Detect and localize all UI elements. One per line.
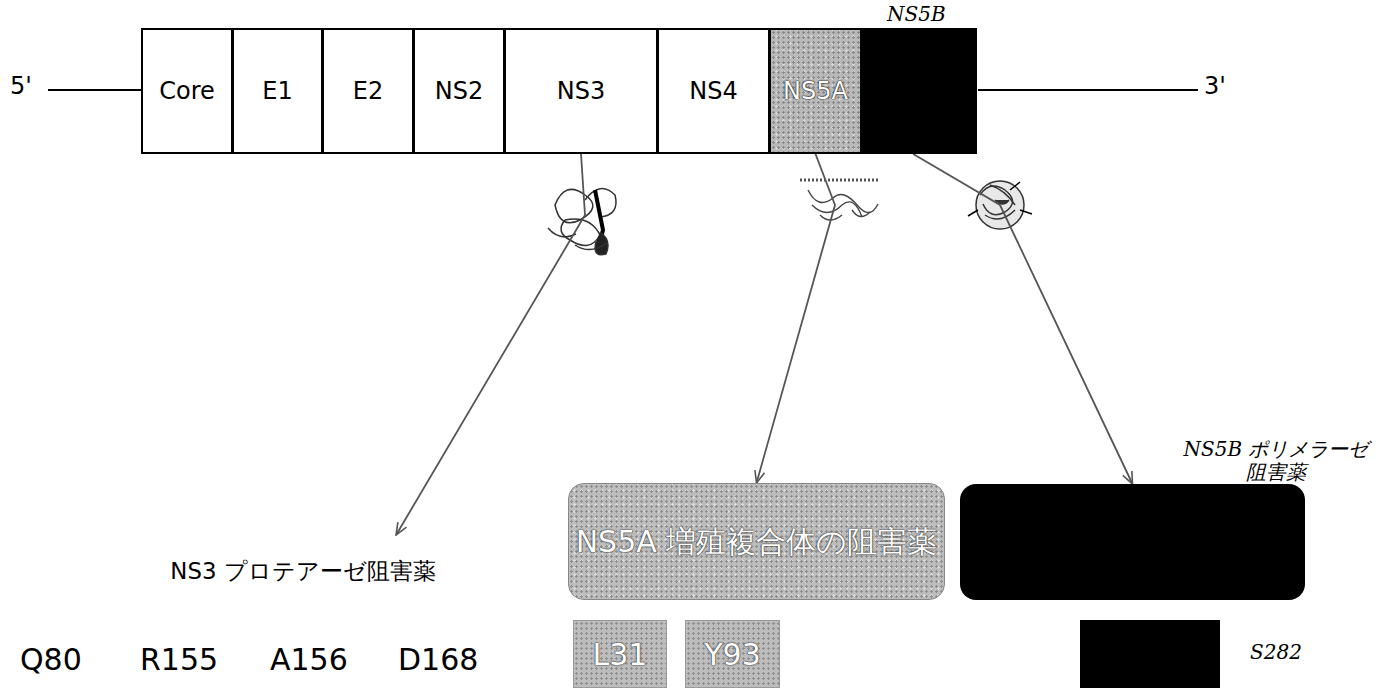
node-text: E1 bbox=[262, 77, 292, 105]
node-box: Core bbox=[141, 28, 233, 154]
node-text: NS3 bbox=[557, 77, 605, 105]
arrow-connector bbox=[757, 154, 836, 483]
node-text: E2 bbox=[353, 77, 383, 105]
mutation-site-label: Q80 bbox=[20, 642, 82, 677]
node-text: NS3 プロテアーゼ阻害薬 bbox=[170, 557, 435, 586]
node-text: NS4 bbox=[689, 77, 737, 105]
genome-line bbox=[978, 89, 1198, 91]
arrow-connector bbox=[913, 154, 1132, 484]
ns5a-protein-structure bbox=[800, 180, 880, 220]
mutation-site-label: A156 bbox=[270, 642, 348, 677]
node-box: L31 bbox=[573, 620, 667, 688]
strand-end-label: 3' bbox=[1204, 72, 1226, 100]
node-box: NS5A 増殖複合体の阻害薬 bbox=[568, 483, 945, 600]
node-box: Y93 bbox=[685, 620, 780, 688]
node-box: NS2 bbox=[413, 28, 505, 154]
node-text: NS5A bbox=[783, 77, 848, 105]
handwritten-label: NS5B bbox=[885, 2, 948, 26]
node-box: NS3 bbox=[504, 28, 658, 154]
node-box: S282 bbox=[1080, 620, 1220, 688]
node-box: NS4 bbox=[657, 28, 770, 154]
handwritten-label: NS5B ポリメラーゼ阻害薬 bbox=[1179, 438, 1373, 484]
strand-end-label: 5' bbox=[10, 72, 32, 100]
node-box: NS5A bbox=[769, 28, 862, 154]
node-text: NS2 bbox=[435, 77, 483, 105]
node-box: E2 bbox=[322, 28, 414, 154]
genome-line bbox=[48, 89, 142, 91]
node-box: E1 bbox=[232, 28, 323, 154]
node-text: Core bbox=[159, 77, 215, 105]
node-box: NS3 プロテアーゼ阻害薬 bbox=[170, 535, 436, 607]
handwritten-label: S282 bbox=[1248, 640, 1304, 664]
node-text: Y93 bbox=[704, 637, 761, 672]
node-box: NS5B bbox=[861, 28, 977, 154]
mutation-site-label: R155 bbox=[140, 642, 218, 677]
arrow-connector bbox=[396, 154, 585, 535]
mutation-site-label: D168 bbox=[398, 642, 478, 677]
node-text: L31 bbox=[593, 637, 648, 672]
node-box: NS5B ポリメラーゼ阻害薬 bbox=[960, 484, 1305, 600]
node-text: NS5A 増殖複合体の阻害薬 bbox=[576, 523, 938, 561]
